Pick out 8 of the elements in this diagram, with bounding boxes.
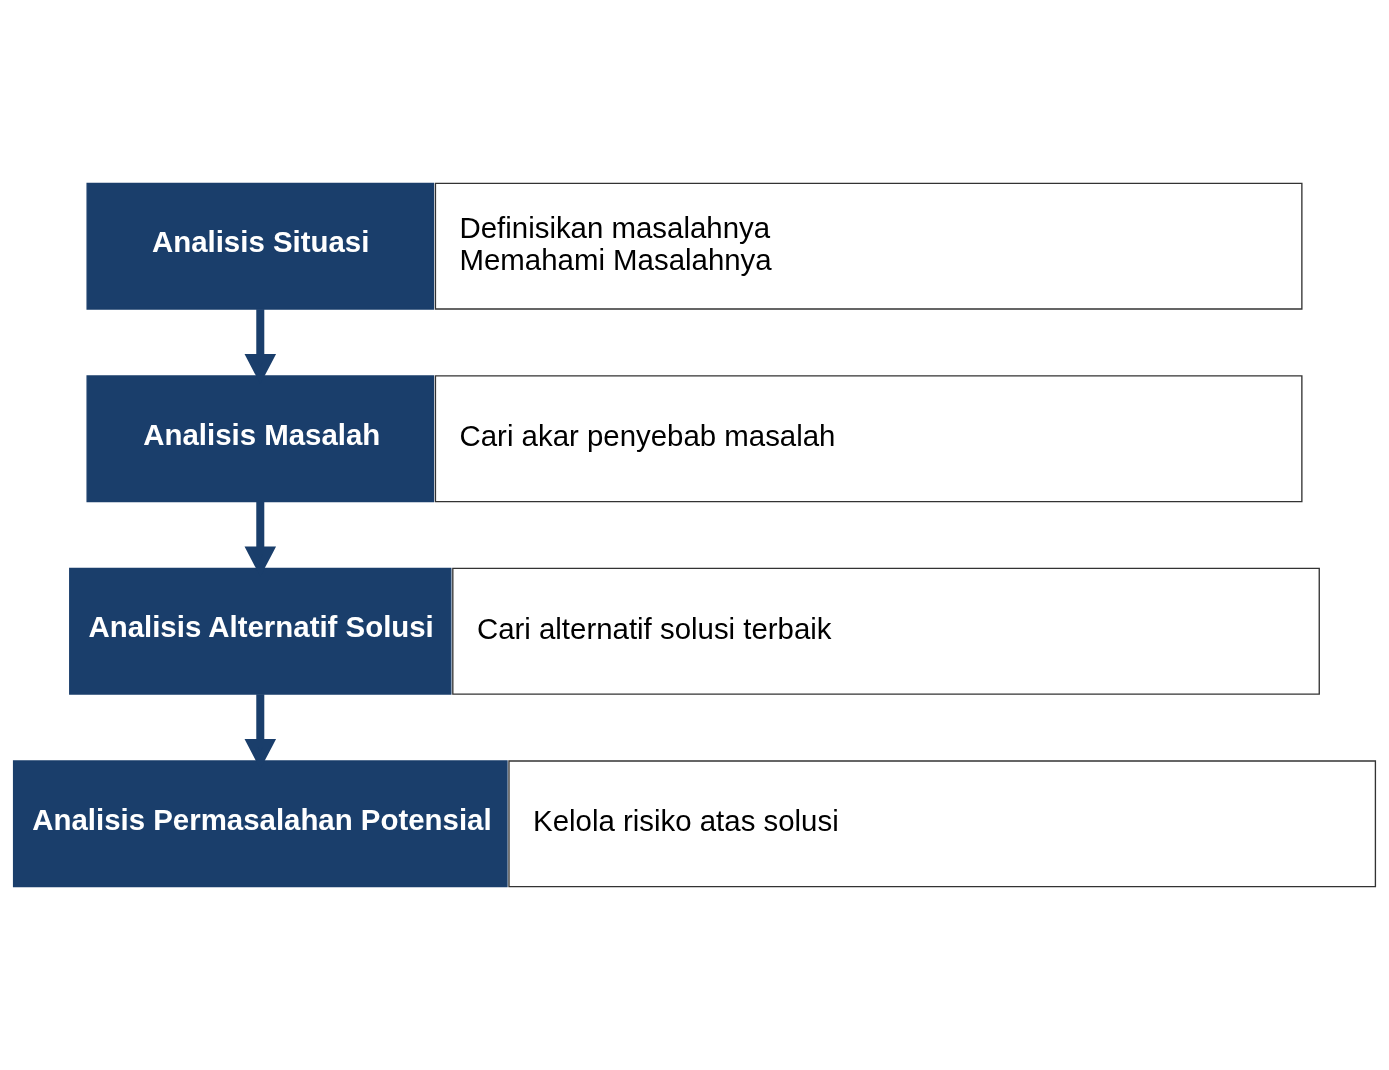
node-box: Definisikan masalahnya Memahami Masalahnya [434,182,1303,310]
node-box: Analisis Situasi [86,182,435,310]
node-box: Cari akar penyebab masalah [434,375,1303,503]
node-box: Analisis Alternatif Solusi [69,567,452,695]
node-box: Analisis Masalah [86,375,435,503]
node-box: Kelola risiko atas solusi [508,760,1377,888]
node-box: Analisis Permasalahan Potensial [12,760,508,888]
node-box: Cari alternatif solusi terbaik [452,567,1320,695]
